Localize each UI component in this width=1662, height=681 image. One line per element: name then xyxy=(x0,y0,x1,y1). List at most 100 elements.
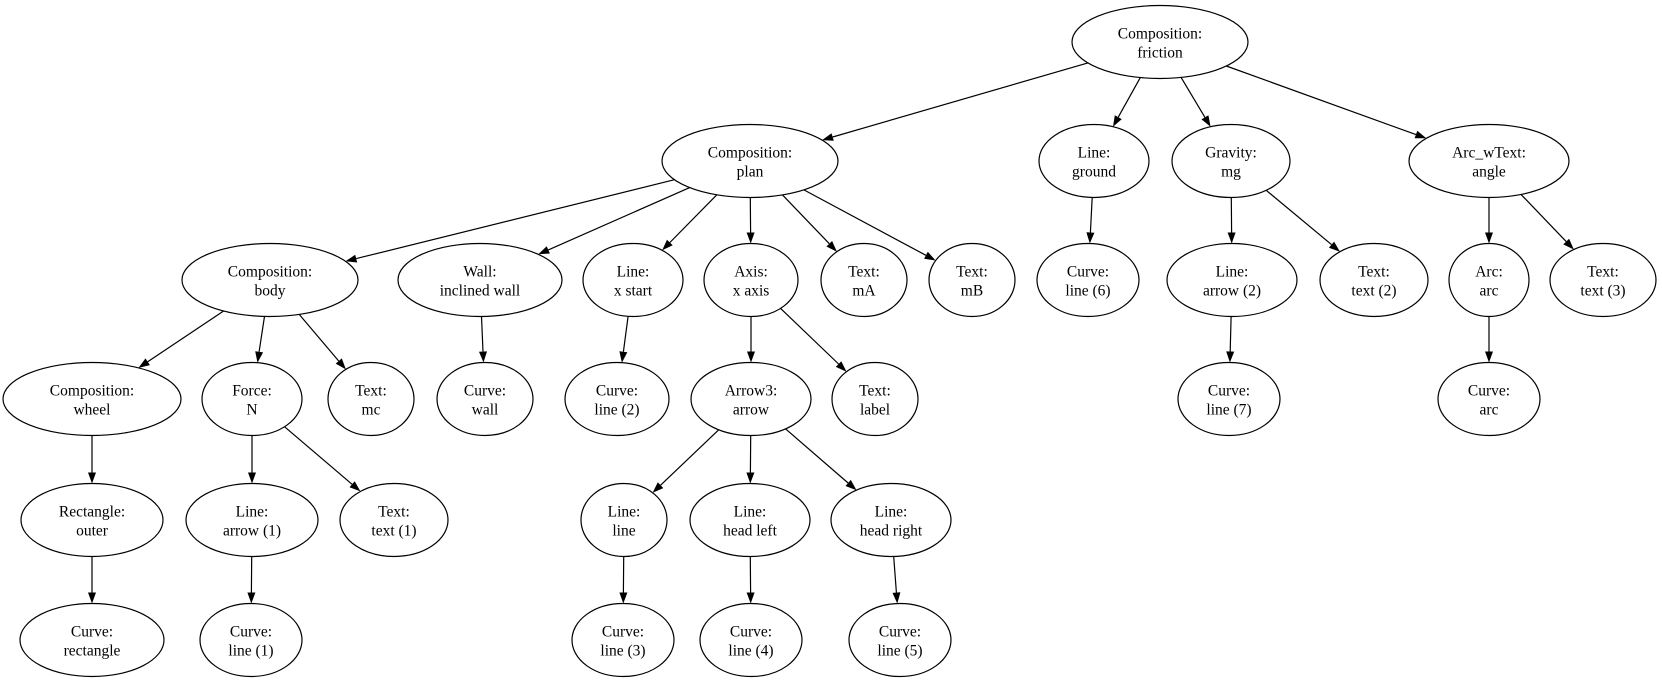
node-type-label: Text: xyxy=(1358,264,1390,281)
edge-line xyxy=(284,426,353,485)
node-name-label: ground xyxy=(1072,164,1116,181)
edge-comp_friction-comp_plan xyxy=(822,62,1089,141)
node-type-label: Gravity: xyxy=(1205,145,1257,162)
node-type-label: Force: xyxy=(232,383,272,400)
node-name-label: mg xyxy=(1221,164,1241,181)
node-ellipse xyxy=(928,242,1016,318)
edge-comp_body-text_mc xyxy=(298,314,346,370)
edge-arc_arc-curve_arc xyxy=(1485,316,1493,363)
node-ellipse xyxy=(339,482,449,558)
node-type-label: Line: xyxy=(236,504,269,521)
node-type-label: Curve: xyxy=(230,624,272,641)
node-type-label: Text: xyxy=(378,504,410,521)
node-type-label: Curve: xyxy=(596,383,638,400)
edge-arrow3_arrow-line_line xyxy=(652,429,720,493)
node-ellipse xyxy=(661,123,839,199)
edge-arcwtext_angle-arc_arc xyxy=(1485,197,1493,244)
arrowhead-icon xyxy=(88,592,96,604)
node-name-label: line (7) xyxy=(1206,402,1251,419)
node-curve_wall: Curve: wall xyxy=(436,361,534,437)
node-ellipse xyxy=(703,242,799,318)
node-text_mc: Text:mc xyxy=(327,361,415,437)
edge-arrow3_arrow-line_headright xyxy=(785,428,857,491)
arrowhead-icon xyxy=(924,251,936,261)
node-ellipse xyxy=(1177,361,1281,437)
node-name-label: line (6) xyxy=(1065,283,1110,300)
edge-line_headleft-curve_line4 xyxy=(746,556,755,604)
node-name-label: line xyxy=(612,523,635,540)
node-type-label: Curve: xyxy=(464,383,506,400)
node-ellipse xyxy=(436,361,534,437)
arrowhead-icon xyxy=(619,592,628,604)
node-line_arrow1: Line:arrow (1) xyxy=(185,482,319,558)
node-arcwtext_angle: Arc_wText:angle xyxy=(1408,123,1570,199)
node-name-label: line (1) xyxy=(228,643,273,660)
arrowhead-icon xyxy=(349,481,361,492)
node-ellipse xyxy=(1071,4,1249,80)
node-ellipse xyxy=(564,361,670,437)
node-name-label: plan xyxy=(737,164,764,181)
node-type-label: Rectangle: xyxy=(59,504,125,521)
node-ellipse xyxy=(571,602,675,678)
arrowhead-icon xyxy=(345,254,358,263)
node-ellipse xyxy=(820,242,908,318)
node-line_ground: Line:ground xyxy=(1038,123,1150,199)
node-type-label: Composition: xyxy=(228,264,312,281)
arrowhead-icon xyxy=(138,358,150,368)
edge-line xyxy=(356,179,675,260)
node-type-label: Curve: xyxy=(1208,383,1250,400)
node-line_arrow2: Line:arrow (2) xyxy=(1166,242,1298,318)
node-ellipse xyxy=(199,602,303,678)
node-comp_friction: Composition:friction xyxy=(1071,4,1249,80)
arrowhead-icon xyxy=(652,482,664,493)
edge-line xyxy=(1226,65,1417,136)
arrowhead-icon xyxy=(1485,232,1493,244)
edge-line xyxy=(893,556,897,593)
node-ellipse xyxy=(1319,242,1429,318)
edge-gravity_mg-text_text2 xyxy=(1265,189,1340,252)
node-type-label: Line: xyxy=(875,504,908,521)
arrowhead-icon xyxy=(1113,115,1122,127)
arrowhead-icon xyxy=(746,472,755,484)
edge-force_n-text_text1 xyxy=(284,426,361,492)
node-ellipse xyxy=(1166,242,1298,318)
node-type-label: Composition: xyxy=(50,383,134,400)
node-ellipse xyxy=(1171,123,1291,199)
node-type-label: Curve: xyxy=(602,624,644,641)
node-type-label: Composition: xyxy=(708,145,792,162)
arrowhead-icon xyxy=(248,472,256,484)
node-text_text1: Text:text (1) xyxy=(339,482,449,558)
node-gravity_mg: Gravity: mg xyxy=(1171,123,1291,199)
node-type-label: Curve: xyxy=(730,624,772,641)
node-name-label: head left xyxy=(723,523,777,540)
node-name-label: N xyxy=(246,402,257,419)
node-type-label: Arc_wText: xyxy=(1452,145,1526,162)
arrowhead-icon xyxy=(826,241,837,252)
arrowhead-icon xyxy=(247,592,256,604)
edge-line xyxy=(1265,189,1332,246)
node-ellipse xyxy=(690,361,812,437)
node-text_mb: Text:mB xyxy=(928,242,1016,318)
node-rect_outer: Rectangle:outer xyxy=(20,482,164,558)
node-name-label: body xyxy=(255,283,286,300)
node-comp_wheel: Composition:wheel xyxy=(2,361,182,437)
node-type-label: Text: xyxy=(956,264,988,281)
edge-comp_plan-line_xstart xyxy=(662,194,718,251)
arrowhead-icon xyxy=(1414,130,1427,139)
arrowhead-icon xyxy=(88,472,96,484)
edge-line xyxy=(298,314,340,362)
node-type-label: Arrow3: xyxy=(725,383,778,400)
edge-line xyxy=(660,429,720,486)
node-name-label: arrow xyxy=(733,402,770,419)
nodes-layer: Composition:frictionComposition:planLine… xyxy=(2,4,1657,678)
edge-line xyxy=(1229,316,1232,352)
node-name-label: wall xyxy=(472,402,499,419)
node-name-label: arrow (2) xyxy=(1203,283,1261,300)
node-name-label: angle xyxy=(1472,164,1506,181)
node-ellipse xyxy=(830,482,952,558)
node-ellipse xyxy=(1437,361,1541,437)
edge-wall_inclined-curve_wall xyxy=(479,316,487,363)
node-ellipse xyxy=(689,482,811,558)
edge-line_headright-curve_line5 xyxy=(892,556,901,604)
